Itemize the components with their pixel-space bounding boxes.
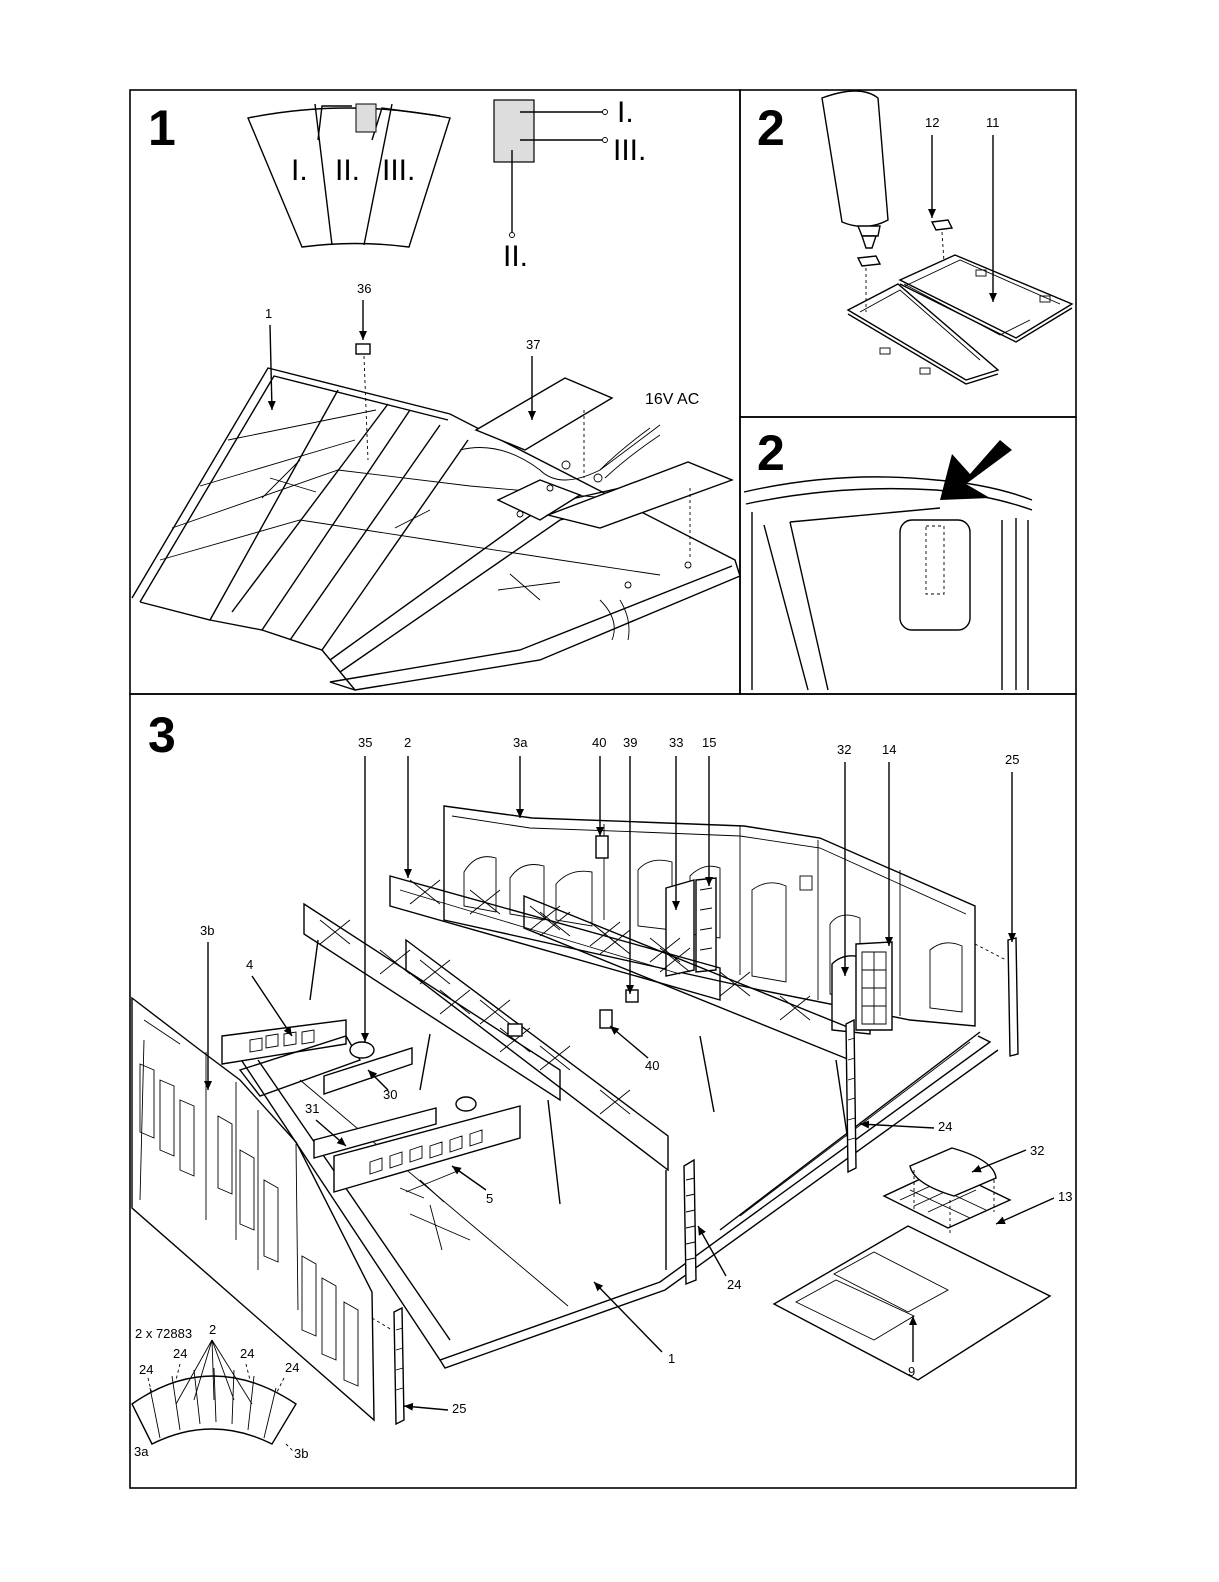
part-number-label: 33 — [669, 735, 683, 750]
part-number-label: 3b — [200, 923, 214, 938]
panel-1: 1 I. II. III. I. III. II. — [132, 96, 740, 690]
part-number-label: 32 — [1030, 1143, 1044, 1158]
part-number-label: 37 — [526, 337, 540, 352]
part-number-label: 5 — [486, 1191, 493, 1206]
part-number-label: 30 — [383, 1087, 397, 1102]
part-number-label: 1 — [265, 306, 272, 321]
part-number-label: 24 — [938, 1119, 952, 1134]
part-number-label: 35 — [358, 735, 372, 750]
wire-label: III. — [613, 134, 646, 167]
wire-label: I. — [617, 96, 634, 129]
sector-label: I. — [291, 154, 308, 187]
part-number-label: 2 — [404, 735, 411, 750]
part-number-label: 14 — [882, 742, 896, 757]
step-number-3: 3 — [148, 707, 176, 763]
part-number-label: 12 — [925, 115, 939, 130]
part-number-label: 15 — [702, 735, 716, 750]
inset-label: 3a — [134, 1444, 149, 1459]
part-number-label: 31 — [305, 1101, 319, 1116]
step-number-2: 2 — [757, 425, 785, 481]
wire-label: II. — [503, 240, 528, 273]
part-number-label: 32 — [837, 742, 851, 757]
part-number-label: 13 — [1058, 1189, 1072, 1204]
part-number-label: 40 — [645, 1058, 659, 1073]
inset-label: 24 — [240, 1346, 254, 1361]
panel-2b: 2 — [744, 425, 1032, 690]
part-number-label: 39 — [623, 735, 637, 750]
sector-label: II. — [335, 154, 360, 187]
panel-2a: 2 12 11 — [757, 91, 1072, 384]
part-number-label: 4 — [246, 957, 253, 972]
part-number-label: 11 — [986, 115, 1000, 130]
part-number-label: 25 — [1005, 752, 1019, 767]
inset-label: 2 — [209, 1322, 216, 1337]
part-number-label: 9 — [908, 1364, 915, 1379]
step-number-1: 1 — [148, 100, 176, 156]
inset-label: 24 — [173, 1346, 187, 1361]
part-number-label: 36 — [357, 281, 371, 296]
part-number-label: 1 — [668, 1351, 675, 1366]
sector-fan-diagram: I. II. III. — [248, 104, 450, 247]
panel-3: 3 — [132, 707, 1072, 1461]
panel-2a-frame — [740, 90, 1076, 417]
inset-label: 24 — [285, 1360, 299, 1375]
inset-fan-diagram: 2 x 72883 2 24 24 24 24 3a 3b — [132, 1322, 308, 1461]
part-number-label: 25 — [452, 1401, 466, 1416]
clip-part — [900, 520, 970, 630]
part-number-label: 40 — [592, 735, 606, 750]
window-assembly — [774, 1148, 1050, 1380]
part-number-label: 24 — [727, 1277, 741, 1292]
inset-label: 24 — [139, 1362, 153, 1377]
part-number-label: 3a — [513, 735, 528, 750]
sector-label: III. — [382, 154, 415, 187]
door-parts — [666, 878, 892, 1034]
interior-parts — [222, 1020, 520, 1202]
connection-box-diagram: I. III. II. — [494, 96, 646, 273]
kit-label: 2 x 72883 — [135, 1326, 192, 1341]
inset-label: 3b — [294, 1446, 308, 1461]
glue-tube — [822, 91, 888, 248]
voltage-label: 16V AC — [645, 391, 699, 408]
step-number-2: 2 — [757, 100, 785, 156]
